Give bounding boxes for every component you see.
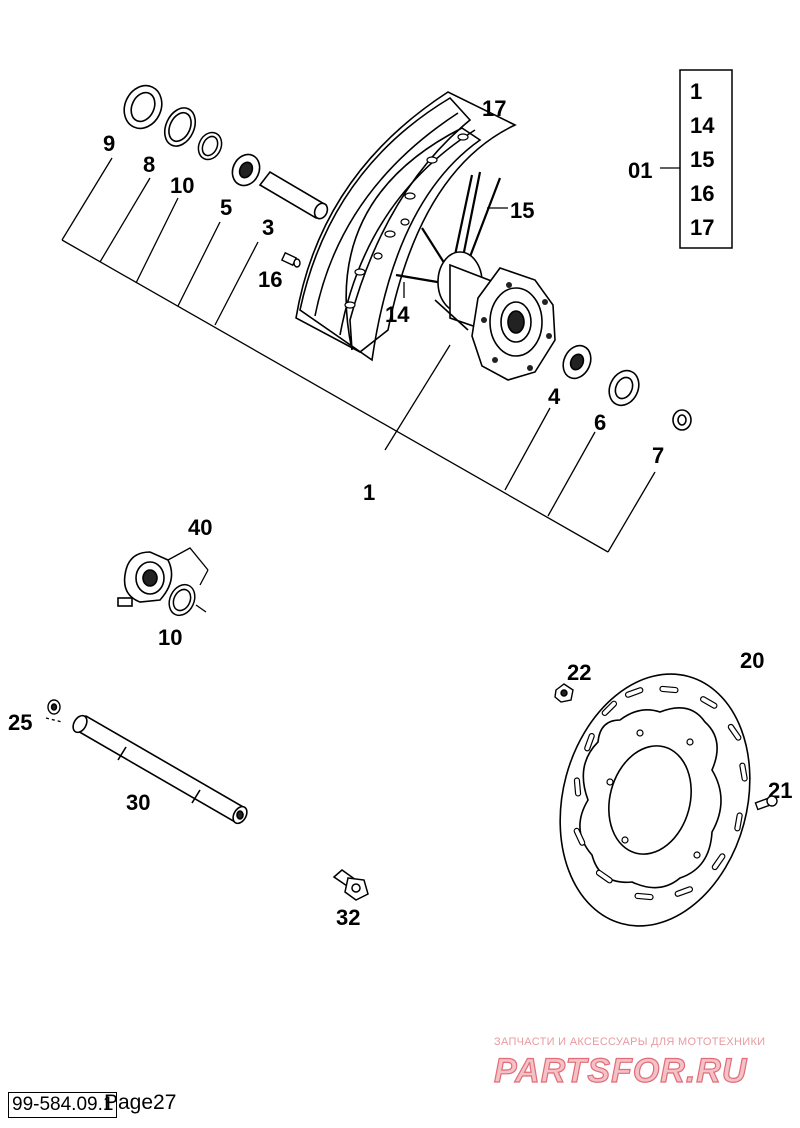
part-40-speedo-drive [117,551,173,607]
assembly-item: 1 [690,79,702,104]
part-7-spacer [672,409,692,431]
leader-lines [45,157,680,723]
document-code: 99-584.09.1 [8,1092,118,1118]
label-6: 6 [594,410,606,435]
part-30-axle [72,714,248,825]
label-3: 3 [262,215,274,240]
part-22-nut [554,683,574,703]
part-16-nipple [280,251,301,268]
label-25: 25 [8,710,32,735]
label-40: 40 [188,515,212,540]
label-10-lower: 10 [158,625,182,650]
assembly-box: 1 14 15 16 17 [679,69,733,249]
watermark: ЗАПЧАСТИ И АКСЕССУАРЫ ДЛЯ МОТОТЕХНИКИ PA… [493,1036,765,1091]
label-20: 20 [740,648,764,673]
label-15: 15 [510,198,534,223]
part-labels: 9 8 10 5 3 16 17 15 14 4 6 7 1 01 40 10 … [8,96,792,930]
part-20-brake-disc [559,673,751,927]
label-30: 30 [126,790,150,815]
part-4-bearing [562,344,592,380]
part-25-nut [47,699,61,715]
label-10: 10 [170,173,194,198]
part-10-circlip-lower [168,583,196,617]
label-22: 22 [567,660,591,685]
part-17-rim [295,91,517,362]
label-01: 01 [628,158,652,183]
part-21-screw [754,795,778,811]
part-9-seal [123,84,163,130]
assembly-item: 17 [690,215,714,240]
label-16: 16 [258,267,282,292]
part-32-bolt [332,869,369,901]
label-5: 5 [220,195,232,220]
part-3-spacer [258,170,329,220]
part-1-hub [434,251,556,381]
label-7: 7 [652,443,664,468]
label-17: 17 [482,96,506,121]
part-5-bearing [231,153,261,187]
part-6-seal [608,369,640,407]
label-1: 1 [363,480,375,505]
label-9: 9 [103,131,115,156]
assembly-item: 15 [690,147,714,172]
label-32: 32 [336,905,360,930]
part-15-spokes [453,171,502,263]
page-number: Page27 [104,1091,177,1114]
assembly-item: 14 [690,113,715,138]
label-8: 8 [143,152,155,177]
part-10-circlip [197,131,223,161]
part-8-ring [163,107,197,147]
assembly-item: 16 [690,181,714,206]
label-4: 4 [548,384,561,409]
watermark-logo: PARTSFOR.RU [494,1052,748,1090]
watermark-caption: ЗАПЧАСТИ И АКСЕССУАРЫ ДЛЯ МОТОТЕХНИКИ [494,1036,765,1048]
